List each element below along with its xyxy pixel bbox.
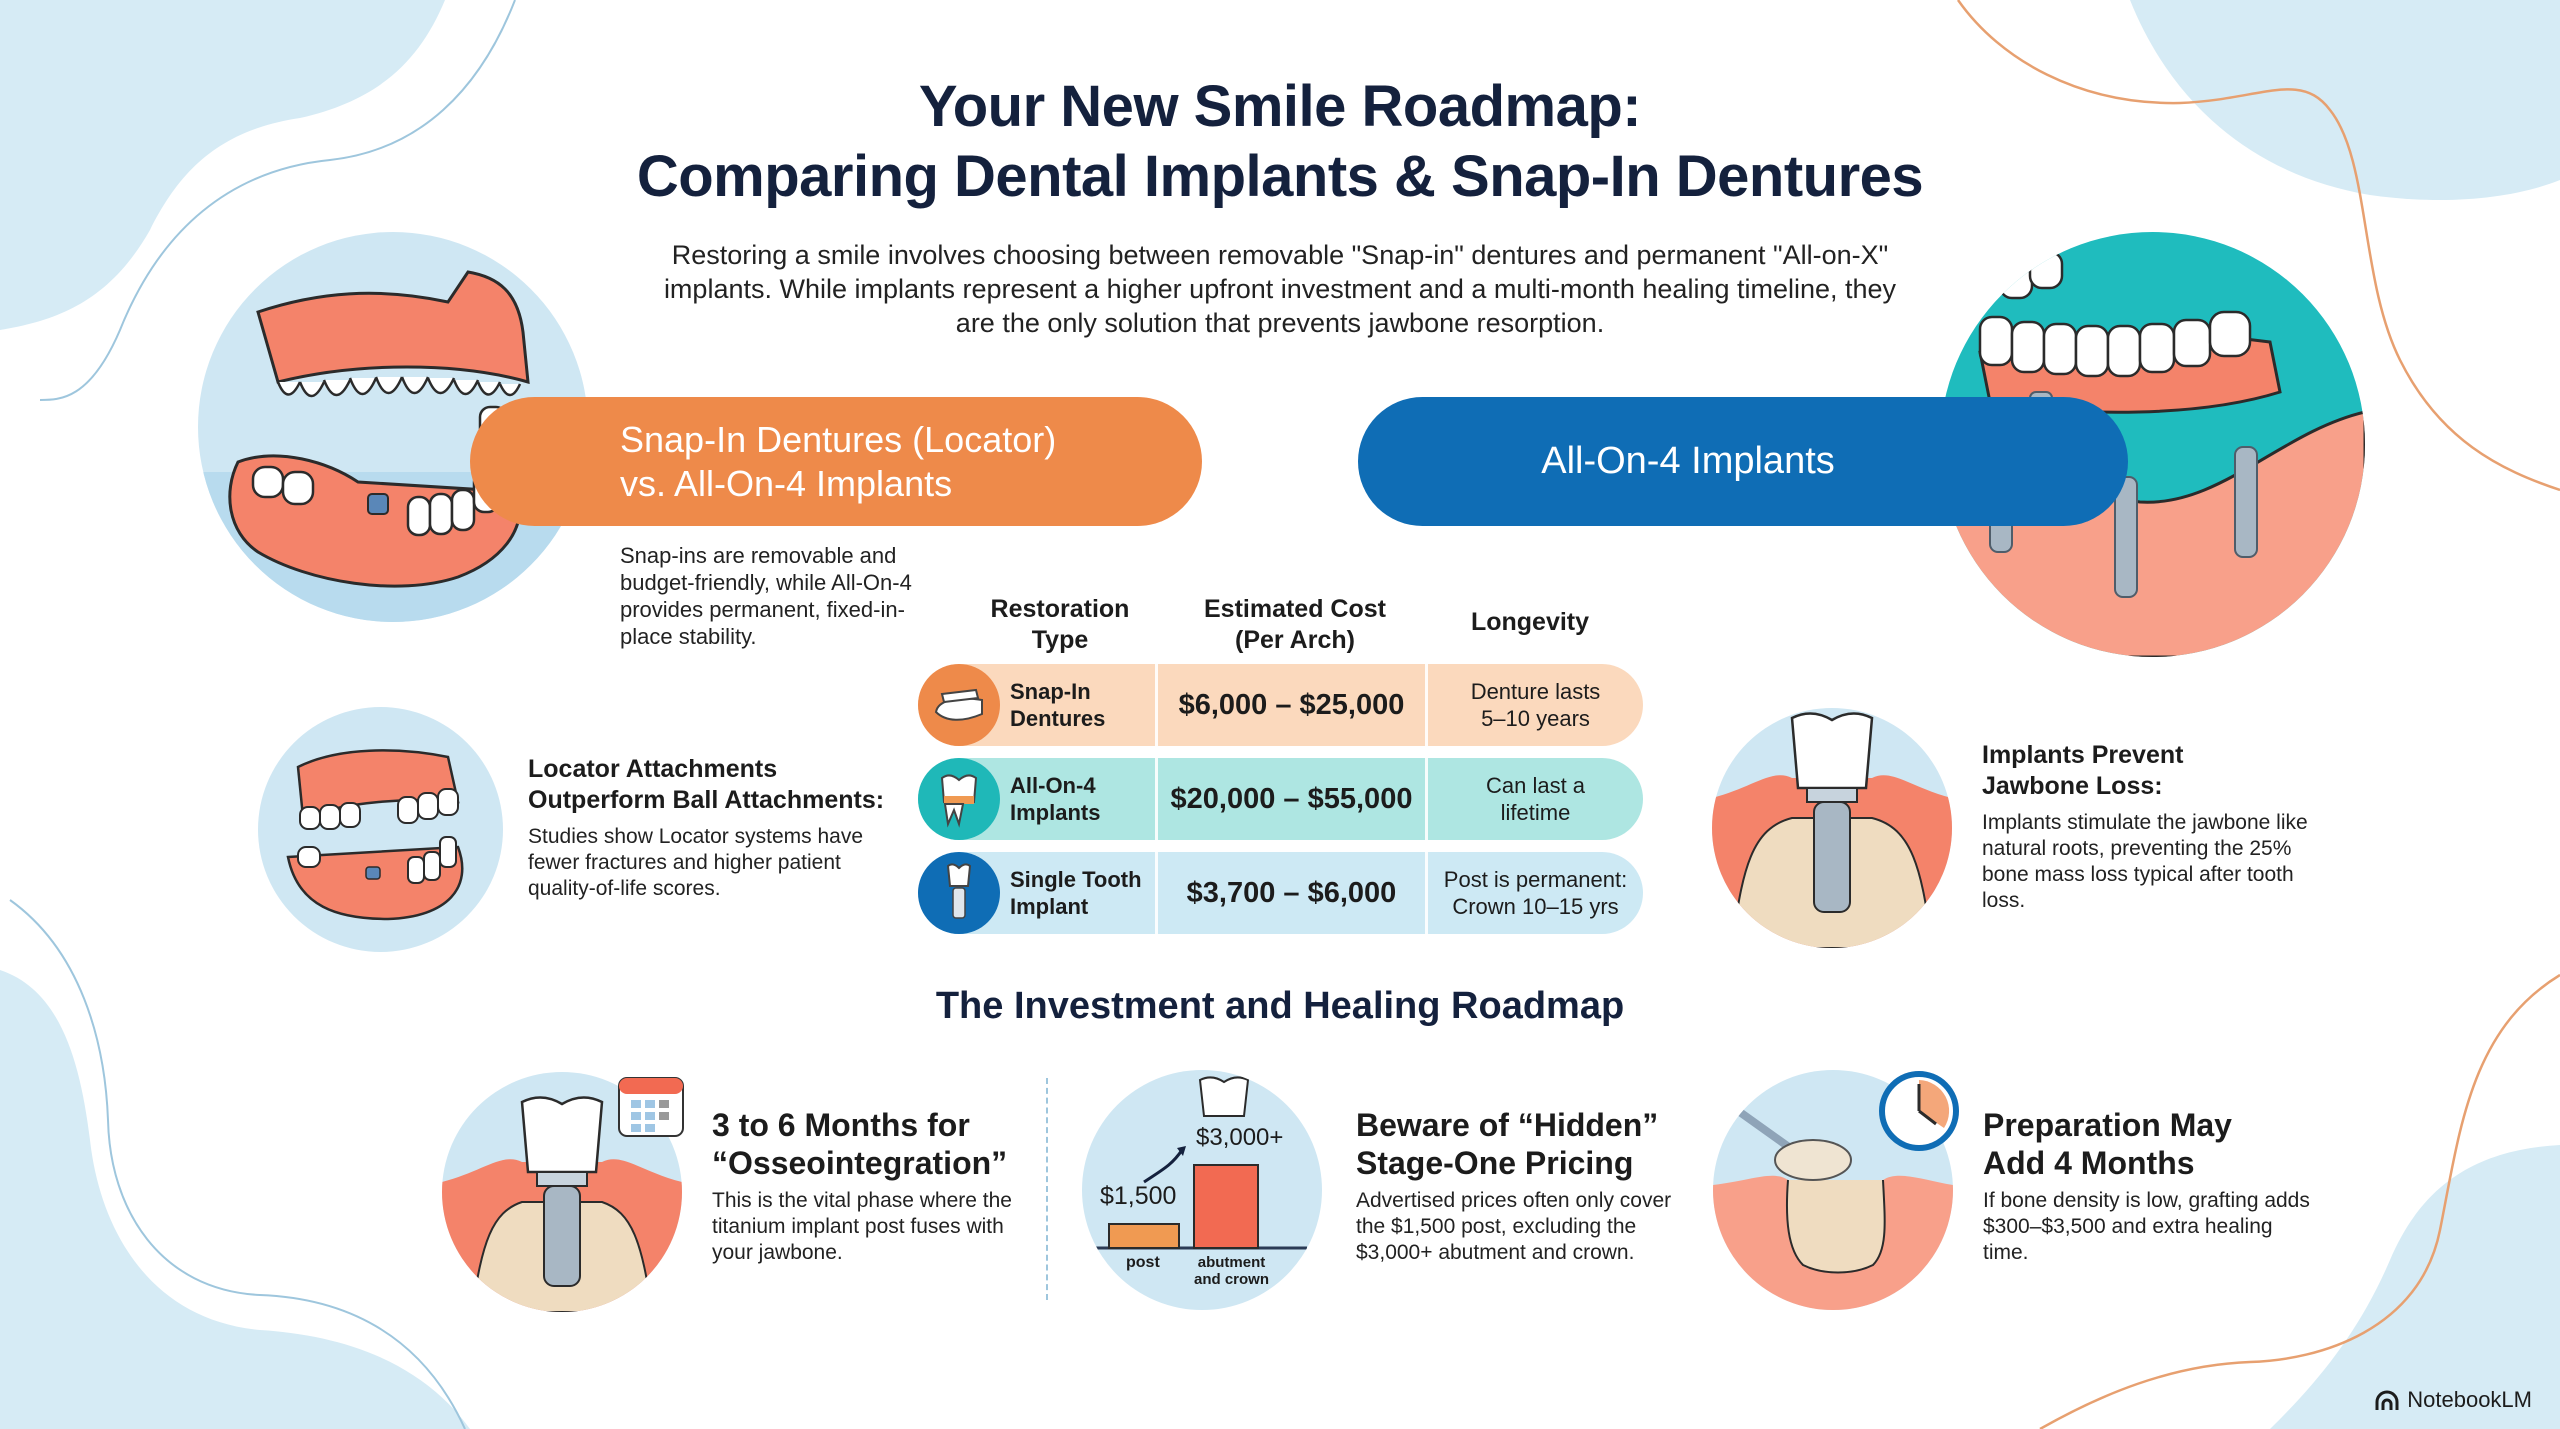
step1-heading-line1: 3 to 6 Months for <box>712 1107 970 1143</box>
row-longevity-line2: 5–10 years <box>1481 706 1590 731</box>
clock-icon <box>1878 1070 1960 1152</box>
row-cost: $6,000 – $25,000 <box>1155 664 1428 746</box>
notebooklm-brand: NotebookLM <box>2375 1387 2532 1413</box>
jawbone-heading-line2: Jawbone Loss: <box>1982 772 2163 800</box>
row-name-line1: Snap-In <box>1010 679 1091 704</box>
bar-label-abutment-line2: and crown <box>1194 1271 1270 1288</box>
bar-label-abutment-line1: abutment <box>1197 1254 1266 1271</box>
bar-value-abutment: $3,000+ <box>1196 1124 1284 1151</box>
locator-attachment-illustration <box>258 707 503 952</box>
hidden-pricing-chart: $1,500 $3,000+ post abutment and crown <box>1082 1070 1322 1310</box>
bar-value-post: $1,500 <box>1100 1182 1177 1210</box>
row-cost: $3,700 – $6,000 <box>1155 852 1428 934</box>
row-name-line1: Single Tooth <box>1010 867 1142 892</box>
title-line-1: Your New Smile Roadmap: <box>918 74 1642 139</box>
header-cost-line1: Estimated Cost <box>1204 595 1386 623</box>
locator-heading-line1: Locator Attachments <box>528 755 778 783</box>
header-restoration-type-line1: Restoration <box>990 595 1130 623</box>
header-restoration-type-line2: Type <box>1031 626 1089 654</box>
banner-right-label: All-On-4 Implants <box>1541 440 1835 482</box>
implant-icon <box>918 852 1000 934</box>
banner-left-line-2: vs. All-On-4 Implants <box>620 462 953 504</box>
step1-heading-line2: “Osseointegration” <box>712 1145 1008 1181</box>
notebooklm-logo-icon <box>2375 1390 2399 1410</box>
denture-icon <box>918 664 1000 746</box>
calendar-icon <box>617 1070 685 1138</box>
row-name-line2: Implants <box>1010 800 1101 825</box>
row-longevity-line2: lifetime <box>1500 800 1571 825</box>
tooth-icon <box>918 758 1000 840</box>
all-on-4-banner: All-On-4 Implants <box>1358 397 2128 526</box>
step2-body: Advertised prices often only cover the $… <box>1356 1189 1672 1264</box>
banner-left-line-1: Snap-In Dentures (Locator) <box>620 418 1057 460</box>
header-longevity: Longevity <box>1430 607 1630 638</box>
locator-heading-line2: Outperform Ball Attachments: <box>528 786 885 814</box>
step2-heading-line1: Beware of “Hidden” <box>1356 1107 1659 1143</box>
brand-name: NotebookLM <box>2407 1387 2532 1412</box>
header-estimated-cost: Estimated Cost (Per Arch) <box>1160 594 1430 656</box>
row-longevity-line1: Post is permanent: <box>1443 867 1628 892</box>
row-cost: $20,000 – $55,000 <box>1155 758 1428 840</box>
row-name-line2: Implant <box>1010 894 1089 919</box>
row-longevity-line1: Can last a <box>1485 773 1586 798</box>
snap-in-vs-all-on-4-banner: Snap-In Dentures (Locator) vs. All-On-4 … <box>470 397 1202 526</box>
snap-summary-text: Snap-ins are removable and budget-friend… <box>620 543 912 649</box>
roadmap-divider <box>1046 1078 1048 1300</box>
jawbone-body: Implants stimulate the jawbone like natu… <box>1982 811 2308 912</box>
bar-label-post: post <box>1126 1254 1160 1271</box>
jawbone-implant-illustration <box>1712 708 1952 948</box>
step3-heading-line1: Preparation May <box>1983 1107 2232 1143</box>
roadmap-step-1: 3 to 6 Months for“Osseointegration” This… <box>712 1106 1042 1266</box>
intro-paragraph: Restoring a smile involves choosing betw… <box>663 240 1897 338</box>
row-longevity-line1: Denture lasts <box>1470 679 1601 704</box>
roadmap-title: The Investment and Healing Roadmap <box>935 985 1625 1027</box>
locator-body: Studies show Locator systems have fewer … <box>528 825 863 900</box>
step3-body: If bone density is low, grafting adds $3… <box>1983 1189 2310 1264</box>
bar-label-abutment: abutment and crown <box>1194 1254 1269 1288</box>
page-title: Your New Smile Roadmap: Comparing Dental… <box>0 72 2560 212</box>
step3-heading-line2: Add 4 Months <box>1983 1145 2195 1181</box>
row-name-line1: All-On-4 <box>1010 773 1096 798</box>
header-cost-line2: (Per Arch) <box>1235 626 1355 654</box>
row-longevity-line2: Crown 10–15 yrs <box>1452 894 1619 919</box>
roadmap-step-2: Beware of “Hidden”Stage-One Pricing Adve… <box>1356 1106 1696 1266</box>
jawbone-heading-line1: Implants Prevent <box>1982 741 2184 769</box>
title-line-2: Comparing Dental Implants & Snap-In Dent… <box>636 144 1924 209</box>
step2-heading-line2: Stage-One Pricing <box>1356 1145 1634 1181</box>
step1-body: This is the vital phase where the titani… <box>712 1189 1012 1264</box>
header-longevity-label: Longevity <box>1470 608 1590 636</box>
row-name-line2: Dentures <box>1010 706 1106 731</box>
header-restoration-type: Restoration Type <box>960 594 1160 656</box>
